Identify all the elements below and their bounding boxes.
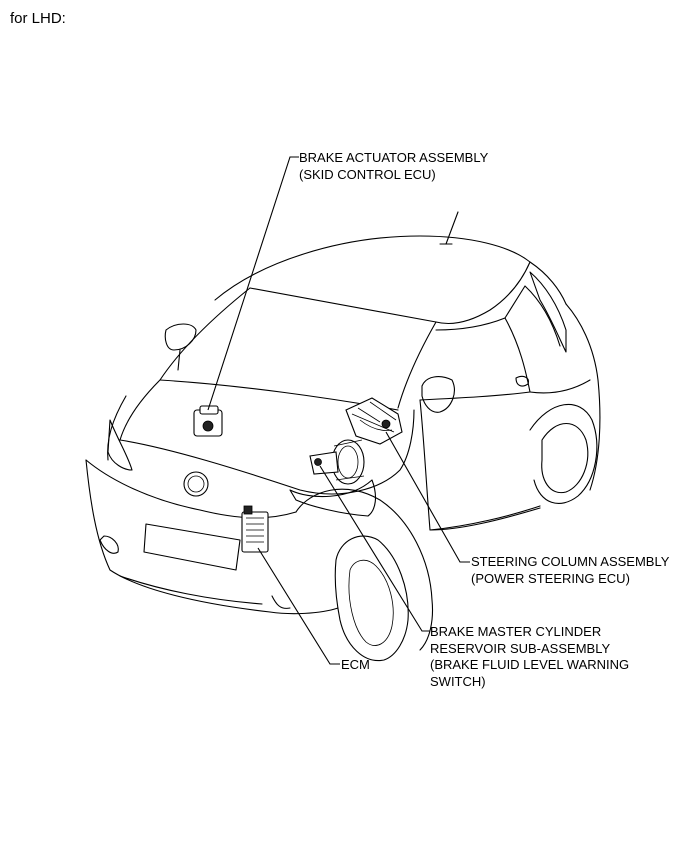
- master-cylinder-part: [309, 439, 365, 485]
- car-illustration: [85, 211, 601, 662]
- callout-line: RESERVOIR SUB-ASSEMBLY: [430, 640, 611, 656]
- callout-master-cylinder: BRAKE MASTER CYLINDER RESERVOIR SUB-ASSE…: [430, 624, 629, 690]
- ecm-part: [241, 505, 269, 553]
- callout-ecm: ECM: [341, 657, 370, 674]
- callout-line: ECM: [341, 657, 370, 672]
- callout-line: BRAKE ACTUATOR ASSEMBLY: [299, 150, 489, 165]
- callout-line: BRAKE MASTER CYLINDER: [430, 624, 602, 639]
- callout-line: (SKID CONTROL ECU): [299, 166, 436, 182]
- steering-column-part: [345, 397, 403, 445]
- callout-brake-actuator: BRAKE ACTUATOR ASSEMBLY (SKID CONTROL EC…: [299, 150, 488, 183]
- brake-actuator-part: [193, 405, 223, 437]
- callout-line: SWITCH): [430, 673, 486, 689]
- callout-line: (BRAKE FLUID LEVEL WARNING: [430, 657, 630, 672]
- leader-brake-actuator: [207, 156, 299, 411]
- leader-master-cylinder: [319, 465, 430, 632]
- callout-steering-column: STEERING COLUMN ASSEMBLY (POWER STEERING…: [471, 554, 669, 587]
- leader-ecm: [257, 547, 340, 665]
- leader-lines: [207, 156, 470, 665]
- callout-line: (POWER STEERING ECU): [471, 570, 630, 586]
- page-heading: for LHD:: [10, 10, 66, 27]
- callout-line: STEERING COLUMN ASSEMBLY: [471, 554, 670, 569]
- leader-steering-column: [385, 431, 470, 563]
